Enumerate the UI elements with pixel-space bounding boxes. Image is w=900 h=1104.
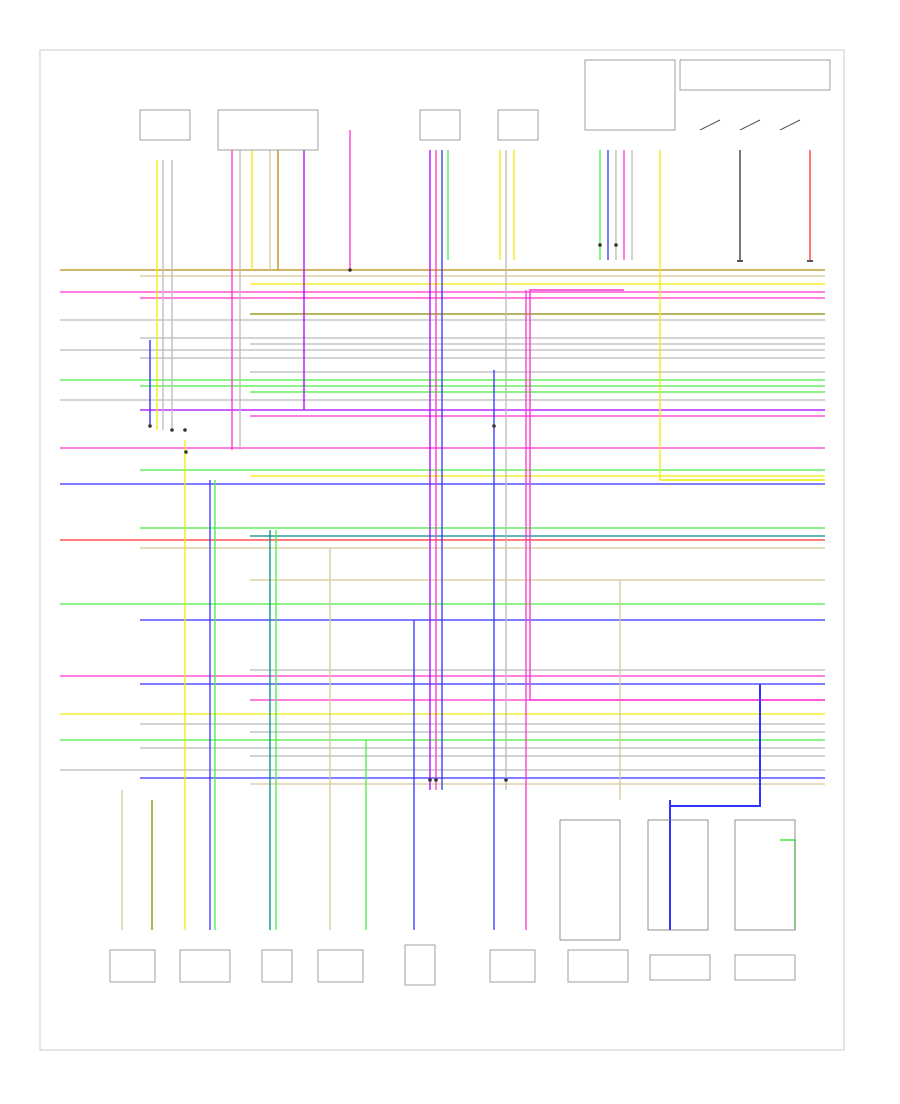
junction-dot (348, 268, 352, 272)
junction-dot (170, 428, 174, 432)
junction-dot (492, 424, 496, 428)
junction-dot (184, 450, 188, 454)
module-bracket (734, 819, 796, 931)
wire-layer (60, 119, 825, 930)
ground-symbol-icon (737, 260, 743, 262)
bottom-component-box (404, 944, 436, 986)
diagram-frame (39, 49, 845, 1051)
bottom-component-box (489, 949, 536, 983)
junction-dot (148, 424, 152, 428)
module-bracket (647, 819, 709, 931)
junction-dot (183, 428, 187, 432)
switch-contact-icon (699, 119, 721, 131)
bottom-component-box (317, 949, 364, 983)
top-component-box (584, 59, 676, 131)
bottom-component-box (567, 949, 629, 983)
top-component-box (217, 109, 319, 151)
bottom-component-box (649, 954, 711, 981)
switch-contact-icon (739, 119, 761, 131)
switch-contact-icon (779, 119, 801, 131)
junction-dot (614, 243, 618, 247)
wire-elbow (780, 839, 796, 930)
bottom-component-box (179, 949, 231, 983)
bottom-component-box (261, 949, 293, 983)
top-component-box (419, 109, 461, 141)
wire-elbow (670, 684, 761, 807)
junction-dot (428, 778, 432, 782)
bottom-component-box (109, 949, 156, 983)
component-layer (109, 59, 831, 986)
ground-symbol-icon (807, 260, 813, 262)
junction-dot (434, 778, 438, 782)
top-component-box (497, 109, 539, 141)
junction-dot (504, 778, 508, 782)
top-component-box (679, 59, 831, 91)
bottom-component-box (734, 954, 796, 981)
wire-elbow (529, 289, 825, 701)
junction-dot (598, 243, 602, 247)
module-bracket (559, 819, 621, 941)
top-component-box (139, 109, 191, 141)
